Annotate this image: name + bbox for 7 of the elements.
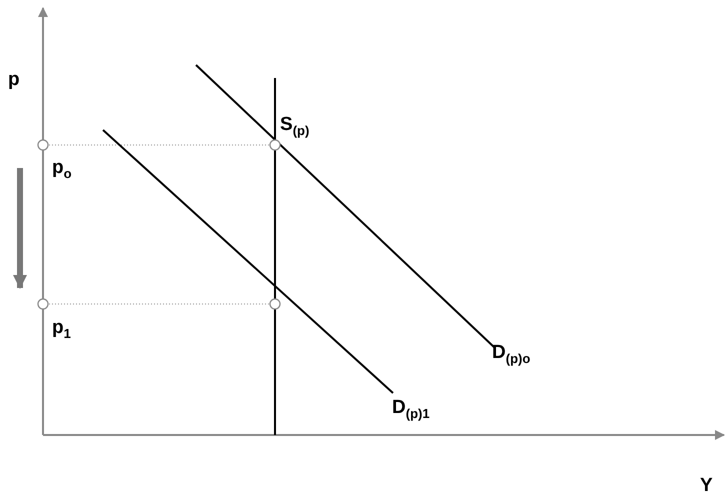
price-label: p$_{1}$ bbox=[52, 318, 71, 340]
curve-label: D$_{(p)o}$ bbox=[492, 343, 530, 365]
axis-label: p bbox=[8, 70, 20, 89]
axis-label: Y bbox=[700, 476, 713, 495]
curve-label: S$_{(p)}$ bbox=[280, 115, 310, 137]
curve-label: D$_{(p)1}$ bbox=[392, 398, 430, 420]
price-label: p$_{o}$ bbox=[52, 158, 72, 180]
